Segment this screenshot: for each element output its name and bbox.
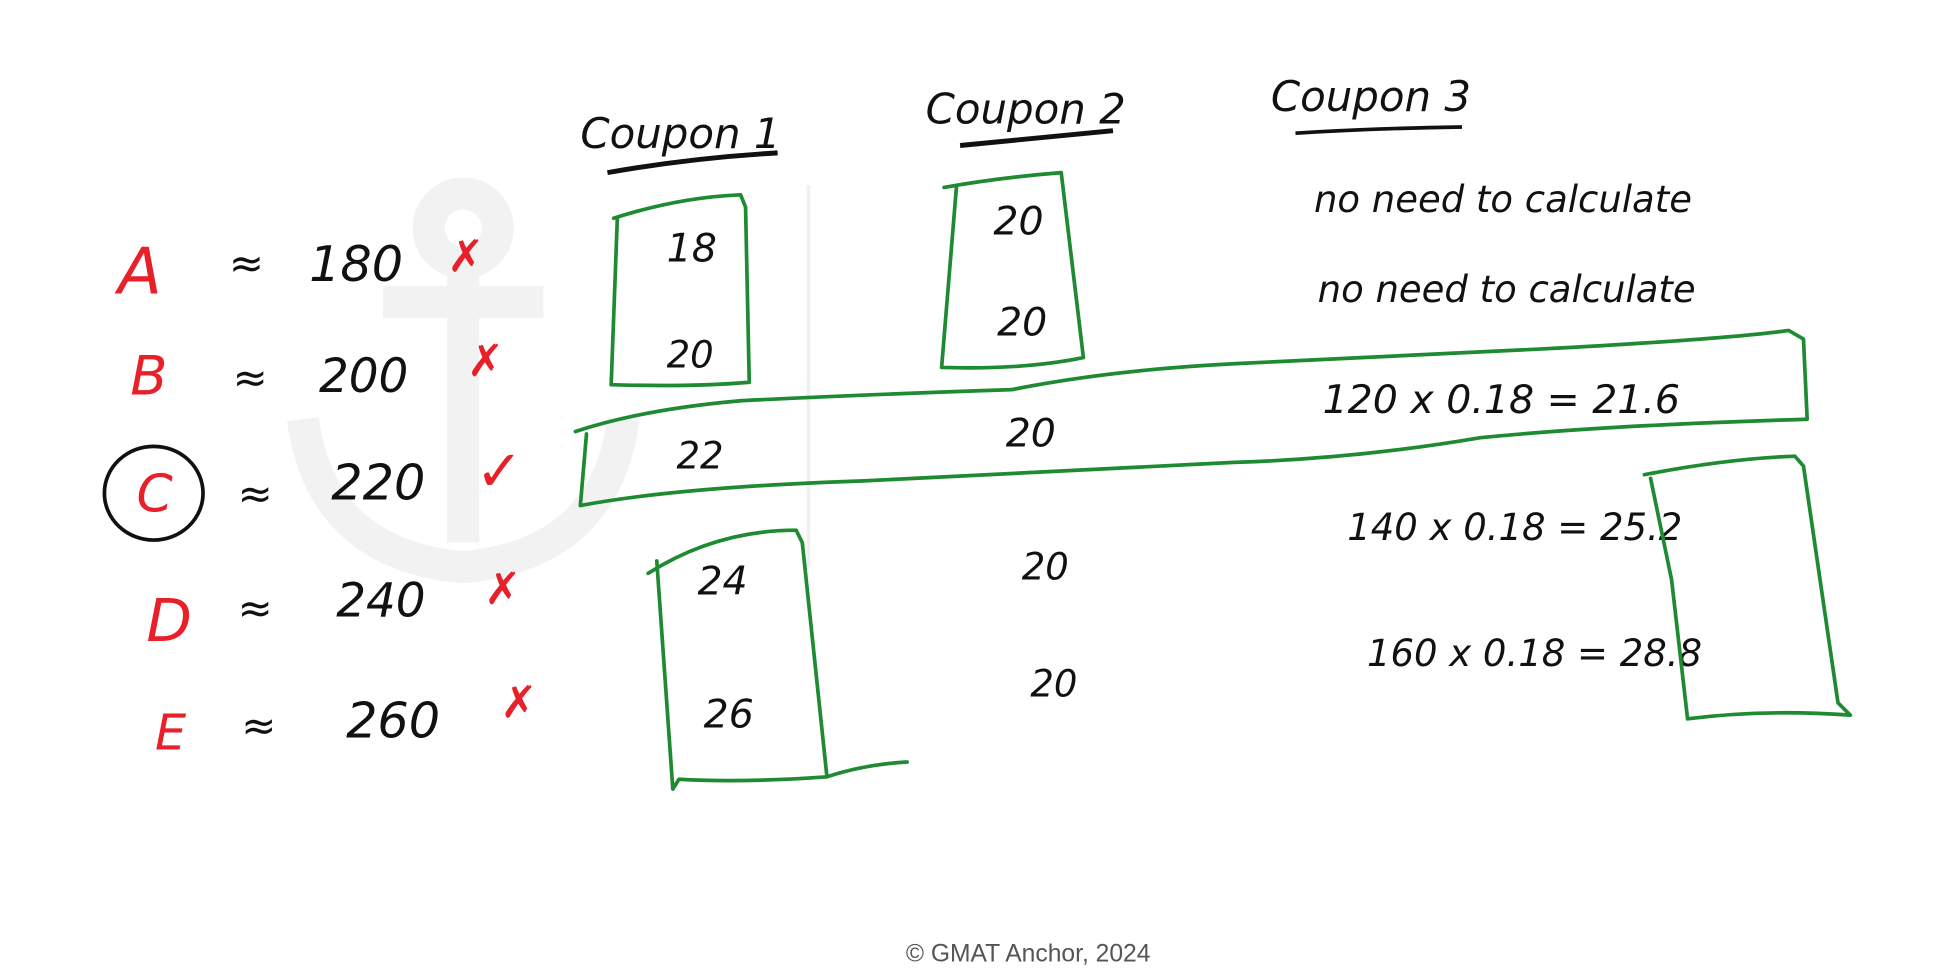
header-coupon-1: Coupon 1	[580, 109, 780, 158]
coupon-3-column: no need to calculate no need to calculat…	[1314, 178, 1702, 675]
answer-options: A ≈ 180 ✗ B ≈ 200 ✗ C ≈ 220 ✓ D ≈ 240 ✗ …	[102, 231, 537, 762]
option-letter: E	[155, 704, 187, 762]
approx-sign: ≈	[238, 469, 273, 518]
coupon-3-calc: 120 x 0.18 = 21.6	[1323, 377, 1680, 423]
coupon-2-value: 20	[1030, 663, 1077, 706]
option-letter: D	[146, 586, 192, 655]
option-b: B ≈ 200 ✗	[130, 336, 504, 407]
option-e: E ≈ 260 ✗	[155, 678, 537, 762]
header-underline	[607, 150, 778, 176]
selected-circle	[102, 444, 205, 542]
option-letter: C	[136, 465, 172, 525]
option-value: 200	[319, 350, 408, 404]
coupon-3-note: no need to calculate	[1318, 268, 1696, 311]
coupon-3-note: no need to calculate	[1314, 178, 1692, 221]
header-underline	[959, 128, 1114, 148]
option-letter: B	[130, 345, 167, 408]
cross-icon: ✗	[467, 336, 504, 387]
coupon-2-value: 20	[997, 299, 1047, 345]
coupon-2-column: 20 20 20 20 20	[993, 198, 1077, 705]
option-value: 180	[309, 235, 403, 293]
coupon-2-value: 20	[1022, 546, 1069, 589]
approx-sign: ≈	[241, 701, 276, 750]
cross-icon: ✗	[484, 564, 521, 615]
option-c: C ≈ 220 ✓	[102, 439, 524, 542]
coupon-1-value: 20	[667, 333, 714, 376]
coupon-1-value: 26	[704, 691, 754, 737]
highlight-boxes	[573, 170, 1853, 791]
cross-icon: ✗	[500, 678, 537, 729]
header-coupon-3: Coupon 3	[1271, 72, 1471, 121]
coupon-1-value: 18	[667, 225, 717, 271]
copyright-footer: © GMAT Anchor, 2024	[906, 941, 1151, 968]
option-value: 220	[331, 453, 425, 511]
option-letter: A	[114, 234, 162, 309]
coupon-3-calc: 160 x 0.18 = 28.8	[1367, 632, 1702, 675]
option-value: 260	[346, 691, 440, 749]
approx-sign: ≈	[238, 584, 273, 633]
coupon-3-calc: 140 x 0.18 = 25.2	[1347, 506, 1682, 549]
option-value: 240	[336, 574, 425, 628]
anchor-logo-icon	[287, 177, 640, 584]
check-icon: ✓	[476, 439, 524, 505]
cross-icon: ✗	[447, 231, 484, 282]
option-a: A ≈ 180 ✗	[114, 231, 484, 309]
coupon-1-value: 24	[697, 558, 747, 604]
header-underline	[1295, 125, 1462, 136]
coupon-2-value: 20	[993, 198, 1043, 244]
approx-sign: ≈	[229, 238, 264, 287]
option-d: D ≈ 240 ✗	[146, 564, 521, 655]
coupon-2-value: 20	[1006, 410, 1056, 456]
watermark	[287, 177, 811, 584]
header-coupon-2: Coupon 2	[926, 84, 1126, 133]
coupon-1-value: 22	[677, 435, 724, 478]
approx-sign: ≈	[233, 353, 268, 402]
coupon-1-column: 18 20 22 24 26	[667, 225, 754, 737]
